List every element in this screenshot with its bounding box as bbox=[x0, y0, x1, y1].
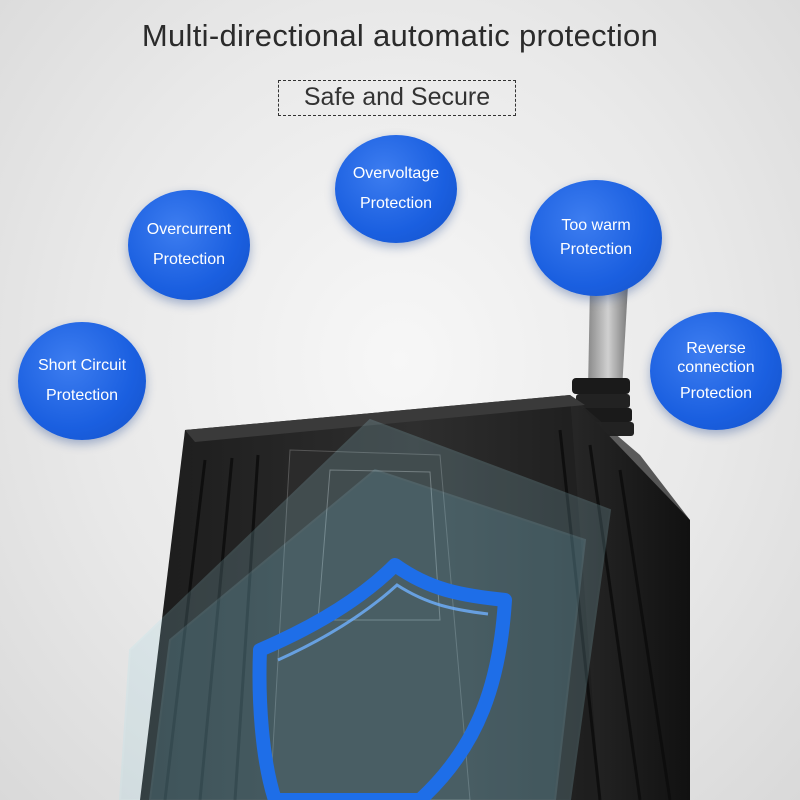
shield-icon bbox=[252, 558, 512, 800]
bubble-overvoltage: Overvoltage Protection bbox=[335, 135, 457, 243]
bubble-label: Protection bbox=[45, 387, 119, 404]
bubble-label: Protection bbox=[152, 251, 226, 268]
headline: Multi-directional automatic protection bbox=[141, 18, 659, 53]
bubble-overcurrent: Overcurrent Protection bbox=[128, 190, 250, 300]
bubble-label: Overcurrent bbox=[146, 220, 232, 238]
bubble-label: Too warm bbox=[561, 217, 631, 234]
bubble-too-warm: Too warm Protection bbox=[530, 180, 662, 296]
subtitle: Safe and Secure bbox=[278, 80, 516, 116]
bubble-label: connection bbox=[677, 359, 755, 377]
bubble-label: Protection bbox=[679, 384, 753, 402]
bubble-label: Protection bbox=[359, 195, 433, 212]
charger-body bbox=[140, 395, 690, 800]
bubble-short-circuit: Short Circuit Protection bbox=[18, 322, 146, 440]
bubble-label: Reverse bbox=[686, 340, 746, 358]
bubble-label: Short Circuit bbox=[37, 356, 127, 374]
bubble-reverse-connection: Reverse connection Protection bbox=[650, 312, 782, 430]
bubble-label: Protection bbox=[559, 241, 633, 258]
bubble-label: Overvoltage bbox=[352, 164, 440, 182]
